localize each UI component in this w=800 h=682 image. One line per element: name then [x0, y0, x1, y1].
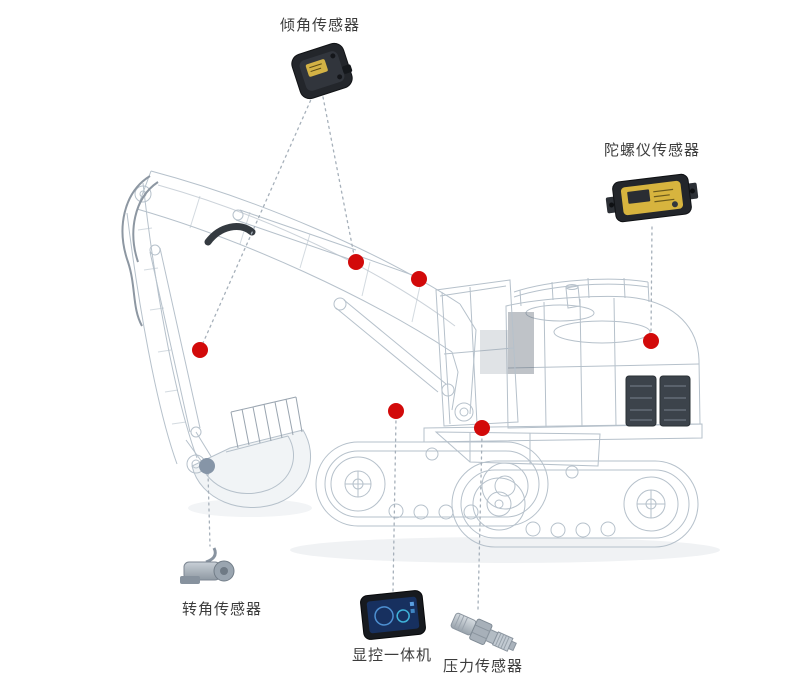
label-angle-sensor: 转角传感器 — [181, 601, 262, 618]
near-track — [315, 441, 549, 527]
engine-house — [505, 277, 701, 429]
pressure-sensor-device — [450, 612, 517, 652]
connector-display — [392, 417, 397, 592]
bucket — [186, 396, 311, 508]
label-gyro-sensor: 陀螺仪传感器 — [603, 142, 700, 159]
mount-point-red — [388, 403, 404, 419]
mount-point-red — [474, 420, 490, 436]
far-track — [451, 460, 699, 548]
mount-point-gray — [199, 458, 215, 474]
label-display-unit: 显控一体机 — [351, 647, 432, 664]
tilt-sensor-device — [291, 42, 353, 100]
markers-layer — [192, 254, 659, 474]
stick-arm — [121, 175, 256, 465]
connector-pressure — [477, 434, 483, 610]
connector-lines — [202, 94, 653, 610]
angle-sensor-device — [180, 547, 235, 584]
display-unit-device — [360, 590, 426, 640]
connector-tilt-boom — [322, 96, 355, 256]
gyro-sensor-device — [605, 173, 699, 223]
mount-point-red — [643, 333, 659, 349]
mount-point-red — [192, 342, 208, 358]
connector-gyro — [650, 226, 653, 335]
connector-angle — [207, 472, 211, 547]
label-tilt-sensor: 倾角传感器 — [279, 17, 360, 34]
label-pressure-sensor: 压力传感器 — [442, 658, 523, 675]
machine-shadow — [290, 537, 720, 563]
bucket-shadow — [188, 499, 312, 517]
platform — [423, 423, 703, 443]
mount-point-red — [348, 254, 364, 270]
mount-point-red — [411, 271, 427, 287]
boom — [136, 170, 477, 422]
carbody — [434, 431, 601, 467]
cab — [435, 279, 519, 427]
excavator-wireframe — [121, 170, 720, 563]
